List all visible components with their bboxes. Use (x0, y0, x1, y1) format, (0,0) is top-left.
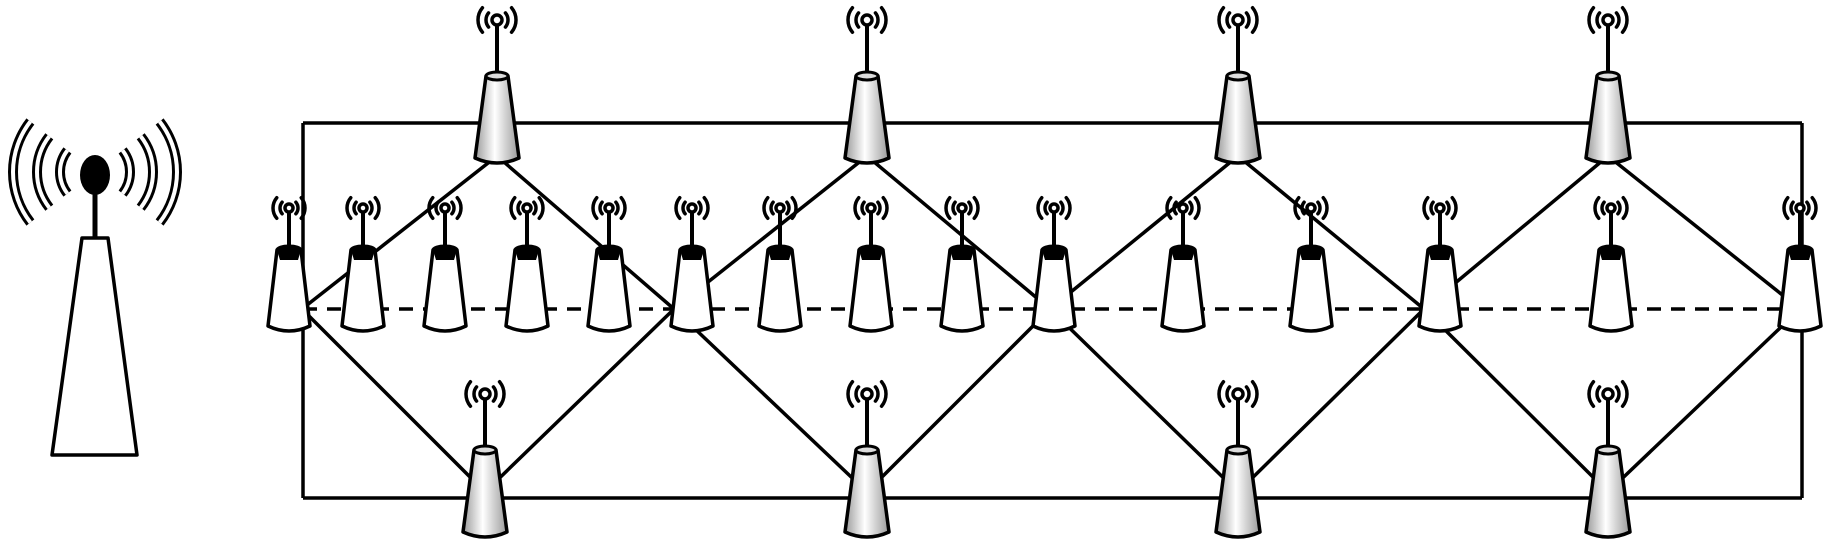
broadcast-tower-icon (8, 118, 182, 457)
cell-antenna-icon (461, 380, 509, 539)
relay-antenna-icon (504, 195, 550, 333)
relay-antenna-icon (340, 195, 386, 333)
cell-antenna-icon (1584, 6, 1632, 165)
relay-antenna-icon (1288, 195, 1334, 333)
bottom-antenna-row (461, 380, 1632, 539)
relay-antenna-icon (1031, 195, 1077, 333)
cell-antenna-icon (473, 6, 521, 165)
relay-antenna-icon (422, 195, 468, 333)
relay-antenna-icon (1160, 195, 1206, 333)
cell-antenna-icon (843, 6, 891, 165)
relay-antenna-icon (1588, 195, 1634, 333)
cell-antenna-icon (1584, 380, 1632, 539)
relay-antenna-icon (586, 195, 632, 333)
cell-antenna-icon (1214, 380, 1262, 539)
relay-antenna-row (266, 195, 1823, 333)
relay-antenna-icon (757, 195, 803, 333)
relay-antenna-icon (1777, 195, 1823, 333)
cell-antenna-icon (1214, 6, 1262, 165)
relay-antenna-icon (266, 195, 312, 333)
relay-antenna-icon (848, 195, 894, 333)
top-antenna-row (473, 6, 1632, 165)
relay-antenna-icon (1417, 195, 1463, 333)
relay-antenna-icon (939, 195, 985, 333)
relay-antenna-icon (669, 195, 715, 333)
connection-lines (300, 121, 1804, 500)
cell-antenna-icon (843, 380, 891, 539)
